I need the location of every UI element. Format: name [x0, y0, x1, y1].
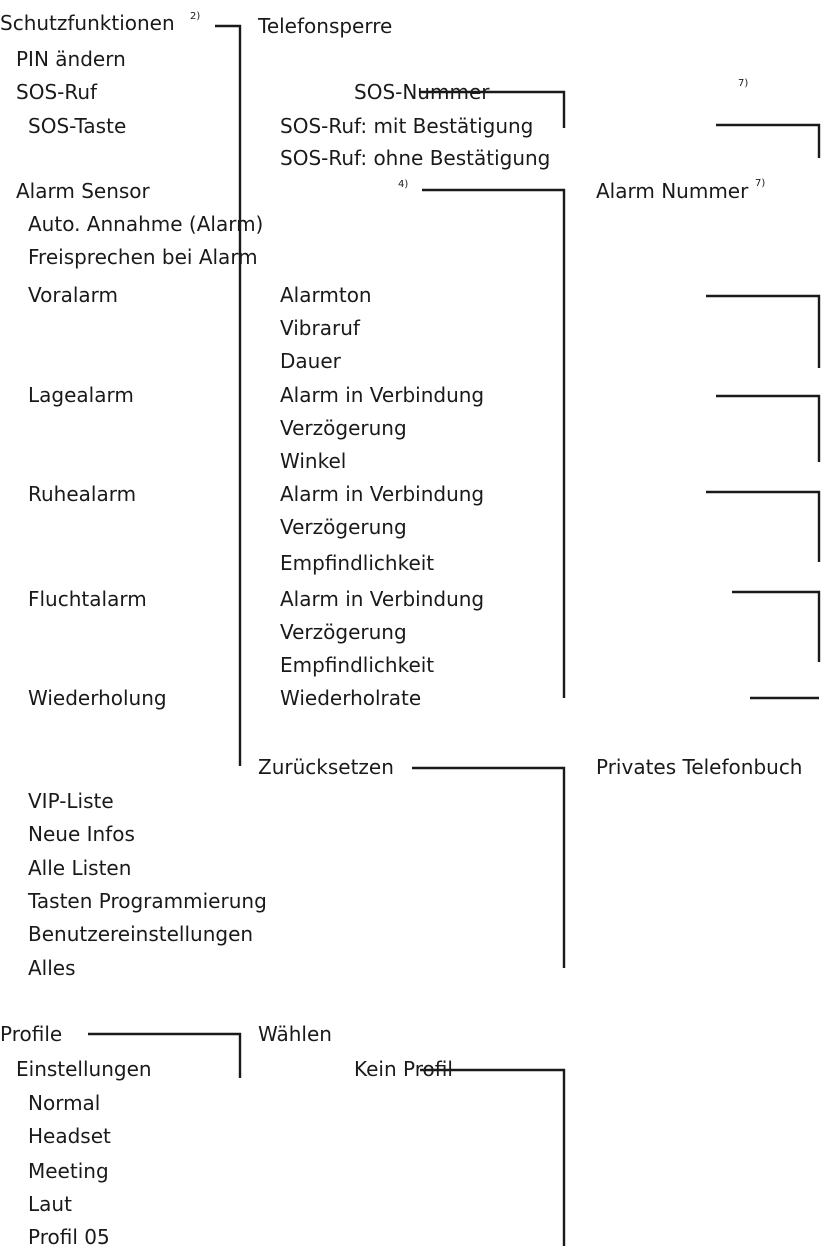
zuruecksetzen-connector [412, 766, 566, 968]
lagealarm-verbindung-label: Alarm in Verbindung [280, 383, 485, 407]
schutzfunktionen-bracket [215, 24, 242, 766]
vibraruf-label: Vibraruf [280, 316, 360, 340]
sos-ohne-bestaetigung-label: SOS-Ruf: ohne Bestätigung [280, 146, 551, 170]
wiederholung-label: Wiederholung [28, 686, 167, 710]
vip-liste-label: VIP-Liste [28, 789, 114, 813]
fluchtalarm-verbindung-label: Alarm in Verbindung [280, 587, 485, 611]
neue-infos-label: Neue Infos [28, 822, 135, 846]
sos-nummer-label: SOS-Nummer [354, 80, 490, 104]
zuruecksetzen-label: Zurücksetzen [258, 755, 394, 779]
ruhealarm-empfindlichkeit-label: Empfindlichkeit [280, 551, 435, 575]
sos-nummer-footnote: 7) [738, 78, 749, 89]
alarmton-label: Alarmton [280, 283, 372, 307]
ruhealarm-bracket [706, 490, 821, 562]
waehlen-label: Wählen [258, 1022, 332, 1046]
schutzfunktionen-heading: Schutzfunktionen [0, 11, 175, 35]
alarm-nummer-label: Alarm Nummer [596, 179, 749, 203]
kein-profil-label: Kein Profil [354, 1057, 453, 1081]
profil-headset-label: Headset [28, 1124, 111, 1148]
auto-annahme-label: Auto. Annahme (Alarm) [28, 212, 264, 236]
sos-taste-label: SOS-Taste [28, 114, 127, 138]
ruhealarm-verbindung-label: Alarm in Verbindung [280, 482, 485, 506]
lagealarm-bracket [716, 394, 821, 462]
fluchtalarm-empfindlichkeit-label: Empfindlichkeit [280, 653, 435, 677]
fluchtalarm-bracket [732, 590, 821, 662]
alle-listen-label: Alle Listen [28, 856, 132, 880]
alarm-sensor-label: Alarm Sensor [16, 179, 150, 203]
privates-telefonbuch-label: Privates Telefonbuch [596, 755, 803, 779]
voralarm-label: Voralarm [28, 283, 119, 307]
winkel-label: Winkel [280, 449, 347, 473]
profil-normal-label: Normal [28, 1091, 101, 1115]
alarm-sensor-connector [422, 188, 566, 698]
wiederholrate-label: Wiederholrate [280, 686, 422, 710]
fluchtalarm-verzoegerung-label: Verzögerung [280, 620, 407, 644]
voralarm-bracket [706, 294, 821, 368]
dauer-label: Dauer [280, 349, 341, 373]
profil-laut-label: Laut [28, 1192, 72, 1216]
profile-heading: Profile [0, 1022, 63, 1046]
pin-aendern-label: PIN ändern [16, 47, 126, 71]
benutzereinstellungen-label: Benutzereinstellungen [28, 922, 254, 946]
sos-mit-bestaetigung-label: SOS-Ruf: mit Bestätigung [280, 114, 534, 138]
alarm-sensor-footnote: 4) [398, 179, 409, 190]
ruhealarm-label: Ruhealarm [28, 482, 137, 506]
fluchtalarm-label: Fluchtalarm [28, 587, 147, 611]
alles-label: Alles [28, 956, 76, 980]
freisprechen-label: Freisprechen bei Alarm [28, 245, 258, 269]
profil-meeting-label: Meeting [28, 1159, 109, 1183]
alarm-nummer-footnote: 7) [755, 178, 766, 189]
telefonsperre-label: Telefonsperre [258, 14, 393, 38]
sos-ruf-label: SOS-Ruf [16, 80, 98, 104]
profil-05-label: Profil 05 [28, 1225, 110, 1249]
ruhealarm-verzoegerung-label: Verzögerung [280, 515, 407, 539]
schutzfunktionen-footnote: 2) [190, 11, 201, 22]
kein-profil-connector [420, 1068, 566, 1246]
einstellungen-label: Einstellungen [16, 1057, 152, 1081]
tasten-programmierung-label: Tasten Programmierung [28, 889, 267, 913]
lagealarm-verzoegerung-label: Verzögerung [280, 416, 407, 440]
sos-nummer-bracket [716, 123, 821, 158]
lagealarm-label: Lagealarm [28, 383, 134, 407]
